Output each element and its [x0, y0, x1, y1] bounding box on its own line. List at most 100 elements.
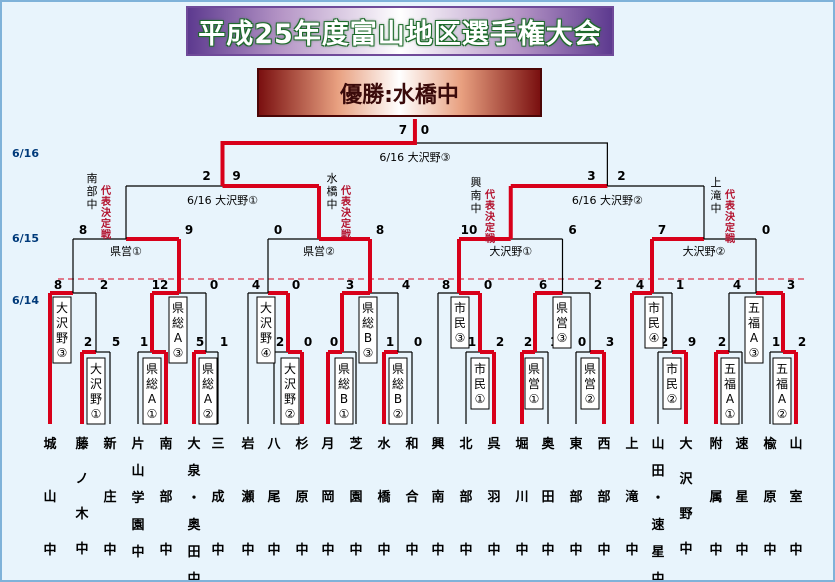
- team-name: 中: [377, 542, 390, 558]
- r2-score: 1: [676, 278, 684, 292]
- qf-score: 0: [762, 223, 770, 237]
- team-name: 川: [514, 490, 528, 505]
- team-name: 上: [625, 437, 638, 452]
- representative-label: 戦: [341, 228, 352, 241]
- team-name: ・: [651, 491, 664, 506]
- representative-label: 定: [725, 221, 735, 234]
- team-name: 部: [597, 489, 610, 505]
- team-name: 中: [103, 542, 116, 558]
- r2-score: 0: [484, 278, 492, 292]
- qf-venue: 県営①: [110, 244, 142, 258]
- team-name: 新: [103, 436, 116, 452]
- venue-label: 市: [648, 300, 660, 315]
- venue-label: ①: [147, 407, 158, 421]
- venue-box: [52, 296, 72, 364]
- team-name: 城: [43, 436, 56, 452]
- r1-score: 1: [386, 335, 394, 349]
- venue-label: ①: [475, 392, 486, 406]
- team-name: 中: [187, 571, 200, 580]
- representative-label: 代: [484, 188, 495, 201]
- venue-box: [280, 357, 300, 425]
- representative-school: 橋: [327, 184, 338, 198]
- representative-school: 中: [327, 198, 338, 211]
- venue-box: [334, 357, 354, 425]
- representative-label: 表: [100, 195, 112, 208]
- qf-score: 8: [376, 223, 384, 237]
- venue-label: 営: [584, 377, 596, 391]
- venue-label: ①: [91, 407, 102, 421]
- venue-label: ②: [393, 407, 404, 421]
- representative-school: 興: [471, 176, 482, 189]
- representative-label: 決: [725, 210, 736, 223]
- final-score: 7: [399, 123, 407, 137]
- representative-label: 代: [724, 188, 735, 201]
- venue-label: 福: [724, 376, 736, 391]
- venue-box: [552, 296, 572, 349]
- representative-label: 戦: [485, 232, 496, 245]
- qf-score: 0: [274, 223, 282, 237]
- venue-label: 営: [528, 377, 540, 391]
- venue-label: ②: [585, 392, 596, 406]
- team-name: 附: [709, 436, 722, 452]
- venue-label: 大: [56, 301, 68, 315]
- team-name: 速: [651, 517, 664, 533]
- qf-score: 9: [185, 223, 193, 237]
- r2-score: 6: [539, 278, 547, 292]
- sf-score: 2: [202, 169, 210, 183]
- representative-label: 決: [341, 206, 352, 219]
- team-name: 学: [131, 490, 144, 506]
- team-name: 中: [131, 544, 144, 560]
- venue-label: ②: [203, 407, 214, 421]
- final-venue: 6/16 大沢野③: [379, 150, 450, 164]
- team-name: 庄: [103, 489, 116, 505]
- team-name: 岩: [240, 436, 254, 452]
- team-name: 東: [569, 436, 582, 452]
- r1-score: 1: [140, 335, 148, 349]
- team-name: 中: [625, 542, 638, 558]
- venue-label: 総: [146, 377, 158, 391]
- venue-label: 民: [474, 377, 486, 391]
- r1-score: 0: [578, 335, 586, 349]
- qf-venue: 県営②: [303, 244, 335, 258]
- r2-score: 4: [636, 278, 644, 292]
- representative-label: 表: [340, 195, 352, 208]
- venue-box: [168, 296, 188, 364]
- venue-label: 県: [338, 362, 350, 376]
- venue-box: [388, 357, 408, 425]
- team-name: 大: [187, 436, 200, 452]
- venue-label: 県: [146, 362, 158, 376]
- team-name: 中: [349, 542, 362, 558]
- venue-label: 県: [556, 301, 568, 315]
- venue-label: ②: [667, 392, 678, 406]
- venue-box: [358, 296, 378, 364]
- venue-label: 市: [454, 300, 466, 315]
- venue-box: [256, 296, 276, 364]
- venue-label: 野: [56, 331, 68, 345]
- r1-score: 1: [772, 335, 780, 349]
- date-label: 6/16: [12, 147, 39, 160]
- representative-label: 定: [101, 217, 111, 230]
- venue-label: ③: [363, 346, 374, 360]
- representative-label: 定: [341, 217, 351, 230]
- team-name: 橋: [377, 489, 391, 505]
- team-name: 岡: [321, 490, 334, 505]
- venue-label: 野: [260, 331, 272, 345]
- team-name: 山: [131, 463, 144, 479]
- r1-score: 2: [276, 335, 284, 349]
- venue-label: 沢: [260, 316, 272, 330]
- team-name: 芝: [349, 436, 362, 452]
- team-name: 中: [569, 542, 582, 558]
- venue-label: B: [340, 392, 348, 406]
- team-name: 北: [459, 437, 472, 452]
- venue-label: ①: [529, 392, 540, 406]
- r1-score: 3: [606, 335, 614, 349]
- team-name: 園: [131, 517, 144, 533]
- venue-label: 大: [90, 362, 102, 376]
- venue-label: ④: [649, 331, 660, 345]
- team-name: 室: [789, 489, 802, 505]
- venue-label: 民: [666, 377, 678, 391]
- venue-label: 沢: [56, 316, 68, 330]
- r1-score: 0: [330, 335, 338, 349]
- r2-score: 3: [787, 278, 795, 292]
